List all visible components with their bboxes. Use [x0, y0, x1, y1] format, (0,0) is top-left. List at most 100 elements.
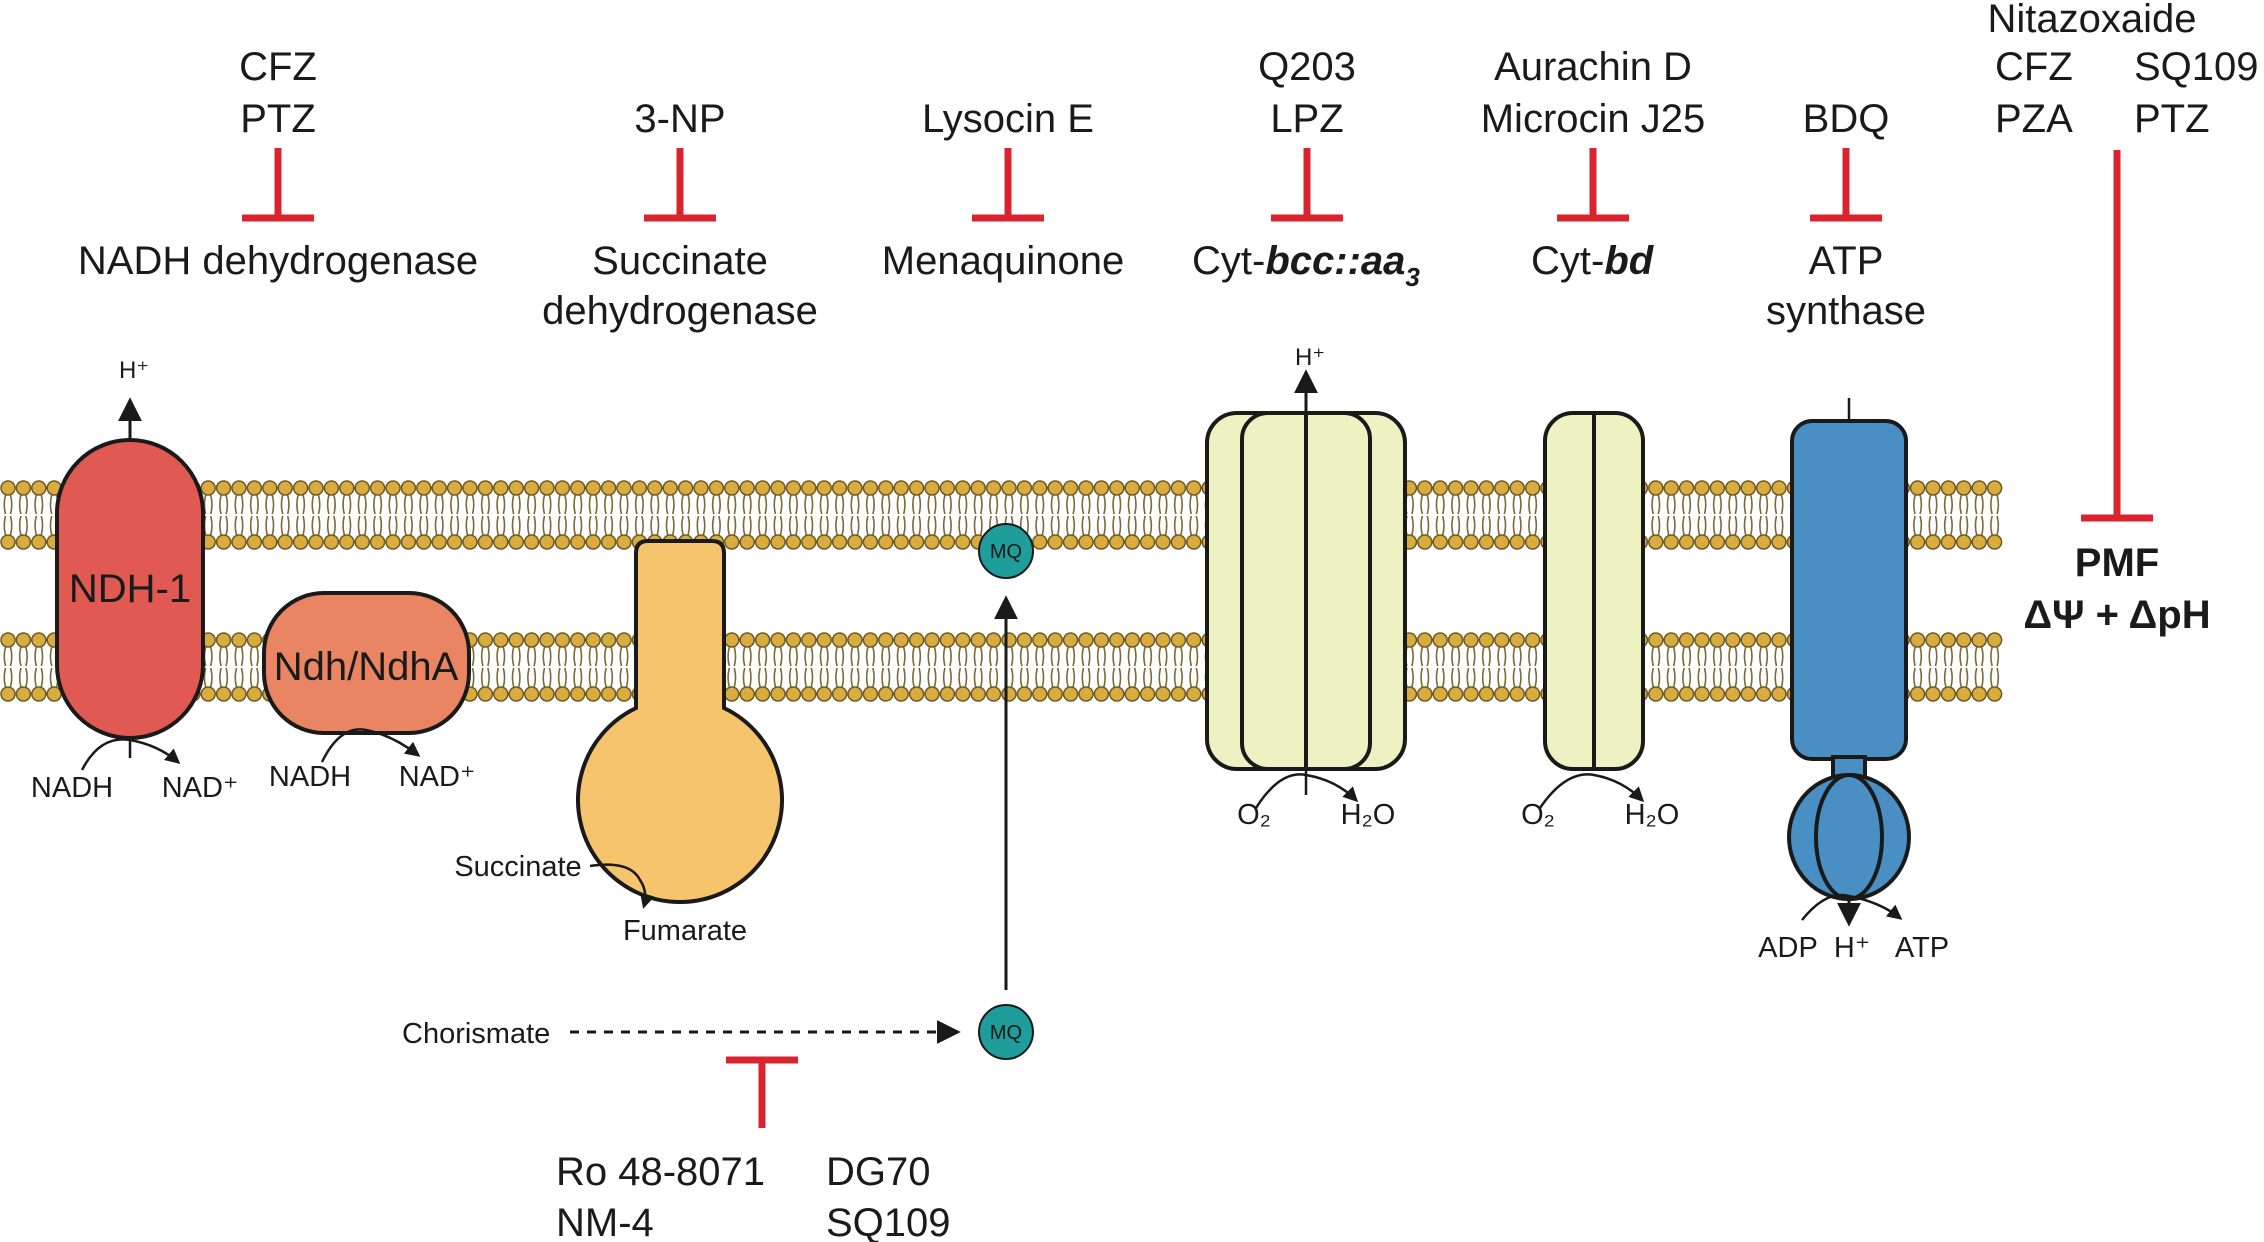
lipid-tail	[1173, 667, 1183, 688]
lipid-tail	[1143, 667, 1153, 688]
lipid-head	[878, 534, 894, 550]
lipid-head	[847, 534, 863, 550]
lipid-head	[785, 480, 802, 496]
lipid-head	[739, 632, 755, 648]
lipid-head	[477, 632, 494, 648]
lipid-head	[1956, 632, 1972, 648]
lipid-head	[1447, 534, 1464, 550]
lipid-tail	[835, 494, 845, 515]
mq-cytoplasm-node	[978, 1004, 1034, 1060]
lipid-head	[1417, 534, 1433, 550]
lipid-head	[354, 480, 370, 496]
ndh-ndha-complex: Ndh/NdhA NADH NAD⁺	[262, 591, 476, 793]
lipid-tail	[1112, 646, 1122, 667]
lipid-head	[1186, 480, 1202, 496]
lipid-head	[785, 632, 802, 648]
lipid-tail	[819, 646, 829, 667]
lipid-tail	[249, 494, 259, 515]
lipid-head	[1139, 534, 1156, 550]
lipid-tail	[927, 646, 937, 667]
lipid-head	[1648, 480, 1664, 496]
lipid-head	[277, 480, 293, 496]
product-label: NAD⁺	[399, 761, 476, 793]
reaction-arrow	[80, 738, 181, 771]
lipid-head	[200, 686, 216, 702]
lipid-head	[1725, 480, 1741, 496]
lipid-tail	[1158, 494, 1168, 515]
lipid-head	[523, 480, 540, 496]
lipid-tail	[511, 515, 521, 536]
cyt-bd-complex: O₂ H₂O	[1521, 411, 1679, 831]
lipid-head	[462, 534, 478, 550]
lipid-tail	[1158, 667, 1168, 688]
lipid-tail	[619, 646, 629, 667]
lipid-head	[1709, 534, 1726, 550]
drug-label: Nitazoxaide	[1987, 0, 2196, 41]
lipid-head	[477, 480, 494, 496]
lipid-head	[1755, 686, 1772, 702]
lipid-tail	[942, 515, 952, 536]
lipid-head	[862, 480, 879, 496]
lipid-head	[585, 480, 601, 496]
lipid-head	[1755, 480, 1772, 496]
lipid-tail	[1420, 667, 1430, 688]
lipid-tail	[480, 494, 490, 515]
lipid-tail	[1697, 667, 1707, 688]
target-label: Menaquinone	[882, 239, 1124, 283]
drug-label: Ro 48-8071	[556, 1150, 765, 1194]
lipid-head	[1694, 686, 1710, 702]
lipid-head	[739, 480, 755, 496]
lipid-head	[1478, 686, 1495, 702]
lipid-tail	[788, 667, 798, 688]
lipid-tail	[588, 494, 598, 515]
lipid-tail	[1712, 646, 1722, 667]
lipid-tail	[342, 515, 352, 536]
lipid-tail	[280, 494, 290, 515]
lipid-head	[985, 686, 1002, 702]
drug-label: NM-4	[556, 1201, 654, 1242]
lipid-tail	[1651, 646, 1661, 667]
lipid-tail	[1435, 515, 1445, 536]
lipid-tail	[942, 494, 952, 515]
lipid-tail	[1435, 494, 1445, 515]
lipid-tail	[34, 667, 44, 688]
substrate-label: O₂	[1521, 799, 1555, 831]
lipid-tail	[511, 646, 521, 667]
lipid-tail	[1682, 646, 1692, 667]
lipid-tail	[1943, 494, 1953, 515]
lipid-tail	[1189, 515, 1199, 536]
pmf-sublabel: ΔΨ + ΔpH	[2023, 593, 2210, 637]
lipid-tail	[234, 667, 244, 688]
lipid-head	[508, 534, 524, 550]
lipid-head	[1524, 686, 1541, 702]
lipid-head	[1771, 534, 1787, 550]
drug-label: CFZ	[239, 45, 317, 89]
lipid-tail	[1173, 646, 1183, 667]
lipid-tail	[434, 494, 444, 515]
lipid-tail	[34, 515, 44, 536]
lipid-head	[493, 534, 509, 550]
lipid-tail	[650, 515, 660, 536]
lipid-tail	[1990, 667, 2000, 688]
lipid-tail	[835, 667, 845, 688]
lipid-head	[1956, 534, 1972, 550]
ndh-ndha-label: Ndh/NdhA	[274, 645, 459, 689]
lipid-head	[215, 632, 232, 648]
lipid-tail	[1512, 646, 1522, 667]
lipid-head	[1971, 480, 1987, 496]
lipid-tail	[1127, 494, 1137, 515]
lipid-tail	[280, 515, 290, 536]
lipid-head	[339, 480, 355, 496]
lipid-head	[1494, 686, 1510, 702]
lipid-tail	[1743, 667, 1753, 688]
lipid-tail	[927, 515, 937, 536]
lipid-head	[1032, 480, 1048, 496]
lipid-tail	[1081, 646, 1091, 667]
lipid-tail	[1512, 494, 1522, 515]
lipid-tail	[604, 494, 614, 515]
pmf-label: PMF	[2075, 541, 2159, 585]
lipid-head	[1047, 686, 1063, 702]
lipid-tail	[1913, 515, 1923, 536]
lipid-head	[1663, 534, 1679, 550]
lipid-tail	[758, 494, 768, 515]
